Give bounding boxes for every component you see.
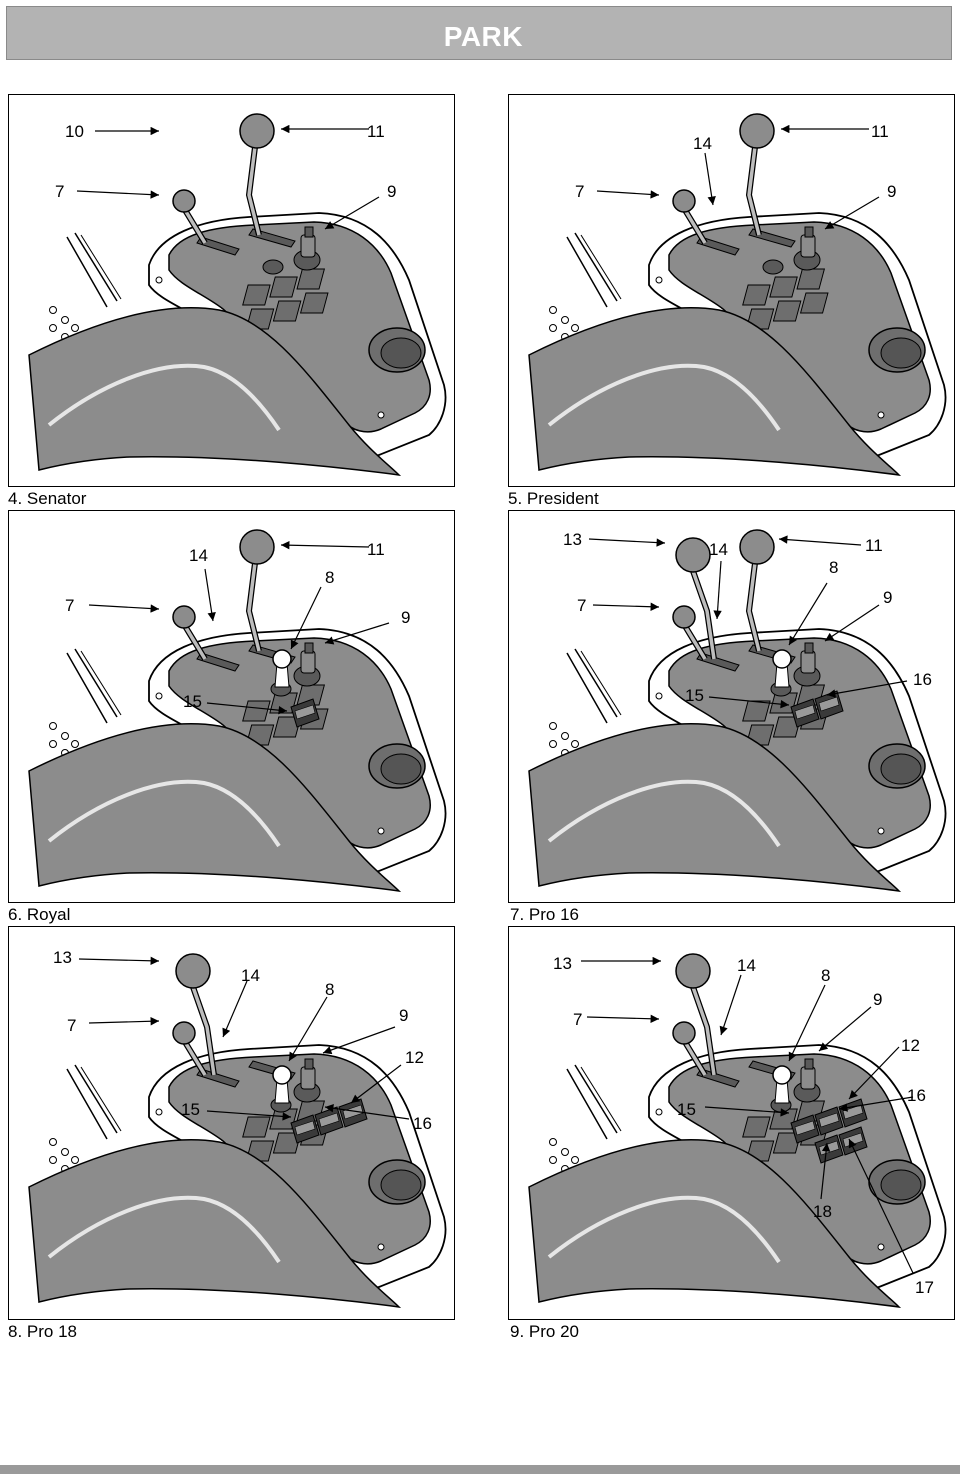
caption-pro-20: 9. Pro 20: [510, 1322, 579, 1341]
caption-senator: 4. Senator: [8, 489, 87, 508]
callout-8: 8: [821, 966, 830, 985]
callout-12: 12: [901, 1036, 920, 1055]
figure-royal: 14 11 8 7 9 15: [8, 510, 455, 903]
callout-14: 14: [189, 546, 208, 565]
president-illustration: 14 11 7 9: [527, 95, 948, 477]
callout-9: 9: [401, 608, 410, 627]
callout-7: 7: [573, 1010, 582, 1029]
callout-15: 15: [183, 692, 202, 711]
callout-14: 14: [737, 956, 756, 975]
callout-11: 11: [367, 540, 385, 559]
callout-9: 9: [387, 182, 396, 201]
callout-15: 15: [685, 686, 704, 705]
caption-pro-18: 8. Pro 18: [8, 1322, 77, 1341]
callout-8: 8: [325, 980, 334, 999]
senator-illustration: 10 11 7 9: [27, 95, 448, 477]
callout-13: 13: [553, 954, 572, 973]
figure-pro-18: 13 14 8 7 9 12 15 16: [8, 926, 455, 1320]
callout-9: 9: [887, 182, 896, 201]
royal-illustration: 14 11 8 7 9 15: [27, 511, 448, 893]
callout-17: 17: [915, 1278, 934, 1297]
caption-president: 5. President: [508, 489, 599, 508]
figure-president: 14 11 7 9: [508, 94, 955, 487]
callout-7: 7: [577, 596, 586, 615]
callout-8: 8: [829, 558, 838, 577]
figure-senator: 10 11 7 9: [8, 94, 455, 487]
callout-14: 14: [693, 134, 712, 153]
pro-16-illustration: 13 14 11 8 7 9 15 16: [527, 511, 948, 893]
callout-9: 9: [399, 1006, 408, 1025]
page-header: PARK: [6, 6, 952, 60]
callout-9: 9: [873, 990, 882, 1009]
callout-9: 9: [883, 588, 892, 607]
callout-16: 16: [907, 1086, 926, 1105]
figure-pro-16: 13 14 11 8 7 9 15 16: [508, 510, 955, 903]
callout-11: 11: [871, 122, 889, 141]
pro-20-illustration: 13 14 8 9 7 12 16 15 18 17: [527, 927, 948, 1309]
callout-18: 18: [813, 1202, 832, 1221]
caption-pro-16: 7. Pro 16: [510, 905, 579, 924]
callout-15: 15: [181, 1100, 200, 1119]
callout-7: 7: [575, 182, 584, 201]
callout-7: 7: [55, 182, 64, 201]
pro-18-illustration: 13 14 8 7 9 12 15 16: [27, 948, 448, 1309]
callout-10: 10: [65, 122, 84, 141]
callout-11: 11: [865, 536, 883, 555]
callout-7: 7: [65, 596, 74, 615]
callout-15: 15: [677, 1100, 696, 1119]
callout-13: 13: [563, 530, 582, 549]
callout-8: 8: [325, 568, 334, 587]
callout-12: 12: [405, 1048, 424, 1067]
callout-16: 16: [913, 670, 932, 689]
figure-pro-20: 13 14 8 9 7 12 16 15 18 17: [508, 926, 955, 1320]
caption-royal: 6. Royal: [8, 905, 71, 924]
footer-bar: [0, 1465, 960, 1474]
callout-13: 13: [53, 948, 72, 967]
callout-14: 14: [709, 540, 728, 559]
callout-14: 14: [241, 966, 260, 985]
callout-11: 11: [367, 122, 385, 141]
callout-16: 16: [413, 1114, 432, 1133]
callout-7: 7: [67, 1016, 76, 1035]
page-title: PARK: [443, 21, 523, 52]
